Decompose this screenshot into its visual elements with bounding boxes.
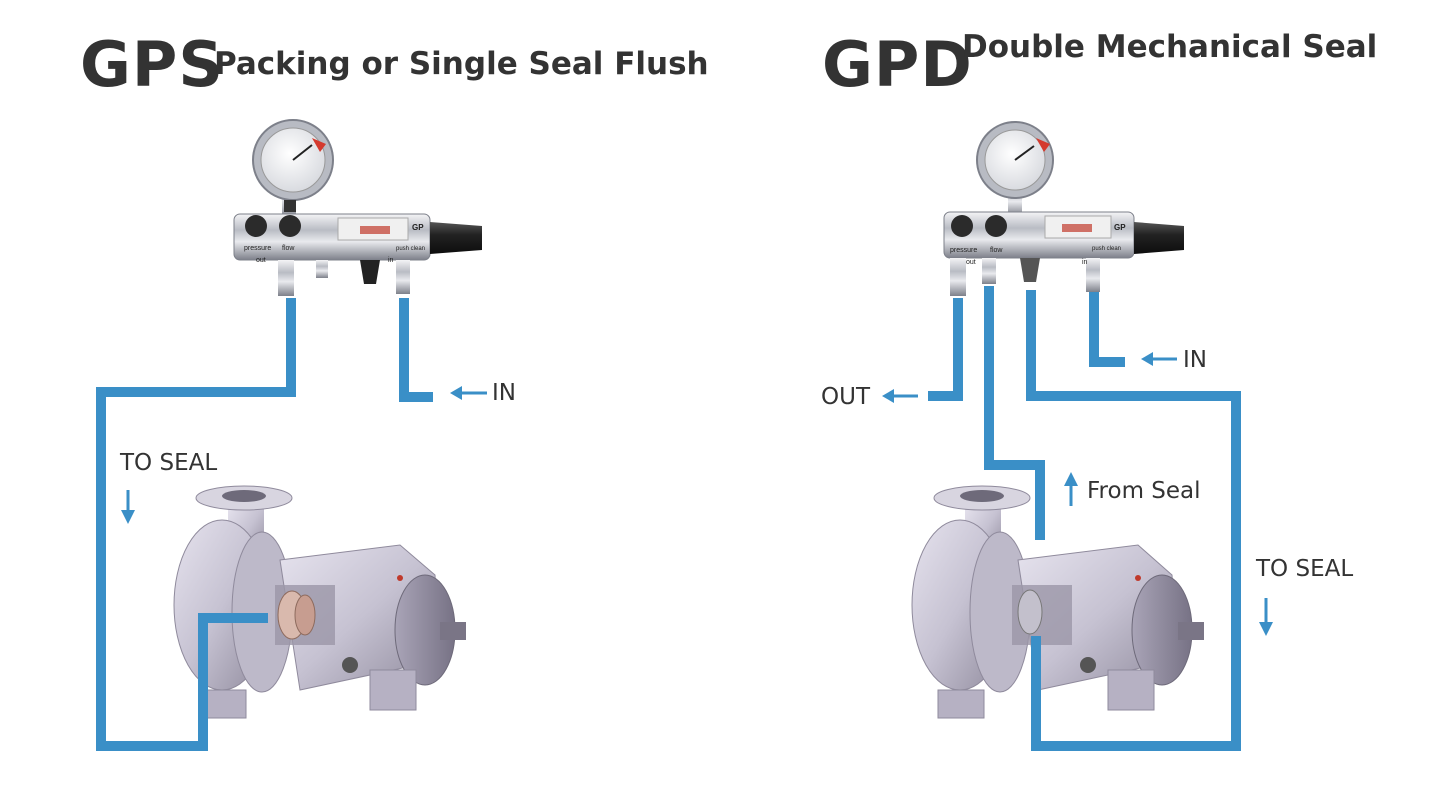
gps-pipes bbox=[96, 298, 433, 751]
gpd-port-label: out bbox=[966, 259, 976, 266]
gpd-from-seal-label: From Seal bbox=[1087, 478, 1201, 504]
gpd-to-seal-arrow bbox=[1259, 598, 1273, 636]
gps-port-label: flow bbox=[282, 245, 295, 252]
gpd-push-clean-label: push clean bbox=[1092, 246, 1121, 252]
gpd-pipes bbox=[928, 286, 1241, 751]
gps-push-clean-label: push clean bbox=[396, 246, 425, 252]
gpd-out-label: OUT bbox=[821, 384, 870, 410]
gpd-diagram bbox=[882, 121, 1273, 751]
gps-in-pipe bbox=[399, 298, 433, 402]
gpd-in-label: IN bbox=[1183, 347, 1207, 373]
gpd-in-arrow bbox=[1141, 352, 1177, 366]
gpd-subtitle: Double Mechanical Seal bbox=[962, 29, 1378, 65]
gps-to-seal-label: TO SEAL bbox=[120, 450, 218, 476]
gpd-out-arrow bbox=[882, 389, 918, 403]
gps-in-arrow bbox=[450, 386, 487, 400]
gps-port-label: pressure bbox=[244, 245, 271, 252]
gpd-control-panel bbox=[943, 121, 1184, 296]
gpd-title: GPD bbox=[822, 28, 973, 101]
gpd-in-pipe bbox=[1089, 292, 1125, 367]
gps-port-label: in bbox=[388, 257, 394, 264]
gpd-to-seal-label: TO SEAL bbox=[1256, 556, 1354, 582]
gps-diagram bbox=[96, 119, 487, 751]
gpd-pump bbox=[911, 485, 1204, 719]
gps-in-label: IN bbox=[492, 380, 516, 406]
gpd-port-label: in bbox=[1082, 259, 1088, 266]
gps-to-seal-arrow bbox=[121, 490, 135, 524]
gps-to-seal-pipe bbox=[96, 298, 296, 751]
gps-title: GPS bbox=[80, 28, 224, 101]
gpd-from-seal-arrow bbox=[1064, 472, 1078, 506]
gpd-out-pipe bbox=[928, 298, 963, 401]
gpd-port-label: flow bbox=[990, 247, 1003, 254]
gpd-brand-label: GP bbox=[1114, 223, 1126, 232]
gps-subtitle: Packing or Single Seal Flush bbox=[214, 46, 709, 82]
gpd-to-seal-pipe bbox=[1026, 290, 1241, 751]
gpd-port-label: pressure bbox=[950, 247, 977, 254]
gpd-from-seal-pipe bbox=[984, 286, 1045, 540]
gps-brand-label: GP bbox=[412, 223, 424, 232]
gps-pump bbox=[173, 485, 466, 719]
gps-control-panel bbox=[233, 119, 482, 296]
gps-port-label: out bbox=[256, 257, 266, 264]
